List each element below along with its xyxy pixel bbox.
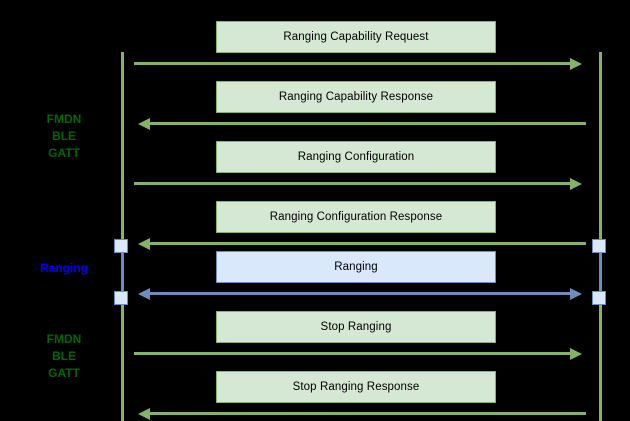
phase-label-fmdn-ble-gatt-bottom: FMDN BLE GATT (46, 332, 82, 380)
arrow-line-stop-ranging-response (150, 412, 586, 415)
message-box-stop-ranging-response: Stop Ranging Response (216, 371, 496, 403)
arrow-head-ranging-configuration (570, 177, 582, 190)
message-box-ranging-configuration-response: Ranging Configuration Response (216, 201, 496, 233)
activation-left-start (114, 239, 128, 253)
message-box-ranging: Ranging (216, 251, 496, 283)
message-box-stop-ranging: Stop Ranging (216, 311, 496, 343)
arrow-line-stop-ranging (134, 352, 570, 355)
arrow-head-stop-ranging-response (138, 407, 150, 420)
message-box-ranging-capability-request: Ranging Capability Request (216, 21, 496, 53)
message-box-ranging-configuration: Ranging Configuration (216, 141, 496, 173)
arrow-head-ranging-capability-request (570, 57, 582, 70)
arrow-head-ranging-configuration-response (138, 237, 150, 250)
left-lifeline-upper (121, 52, 124, 246)
phase-label-ranging: Ranging (40, 261, 88, 275)
activation-right-start (592, 239, 606, 253)
message-box-ranging-capability-response: Ranging Capability Response (216, 81, 496, 113)
arrow-head-ranging-capability-response (138, 117, 150, 130)
right-lifeline-upper (599, 52, 602, 246)
arrow-line-ranging (150, 292, 570, 295)
arrow-line-ranging-capability-request (134, 62, 570, 65)
activation-left-end (114, 291, 128, 305)
right-lifeline-lower (599, 298, 602, 421)
left-lifeline-ranging-segment (121, 246, 124, 298)
activation-right-end (592, 291, 606, 305)
arrow-head-ranging-right (570, 287, 582, 300)
right-lifeline-ranging-segment (599, 246, 602, 298)
arrow-head-stop-ranging (570, 347, 582, 360)
left-lifeline-lower (121, 298, 124, 421)
arrow-line-ranging-configuration (134, 182, 570, 185)
arrow-line-ranging-capability-response (150, 122, 586, 125)
arrow-line-ranging-configuration-response (150, 242, 586, 245)
arrow-head-ranging-left (138, 287, 150, 300)
phase-label-fmdn-ble-gatt-top: FMDN BLE GATT (46, 112, 82, 160)
